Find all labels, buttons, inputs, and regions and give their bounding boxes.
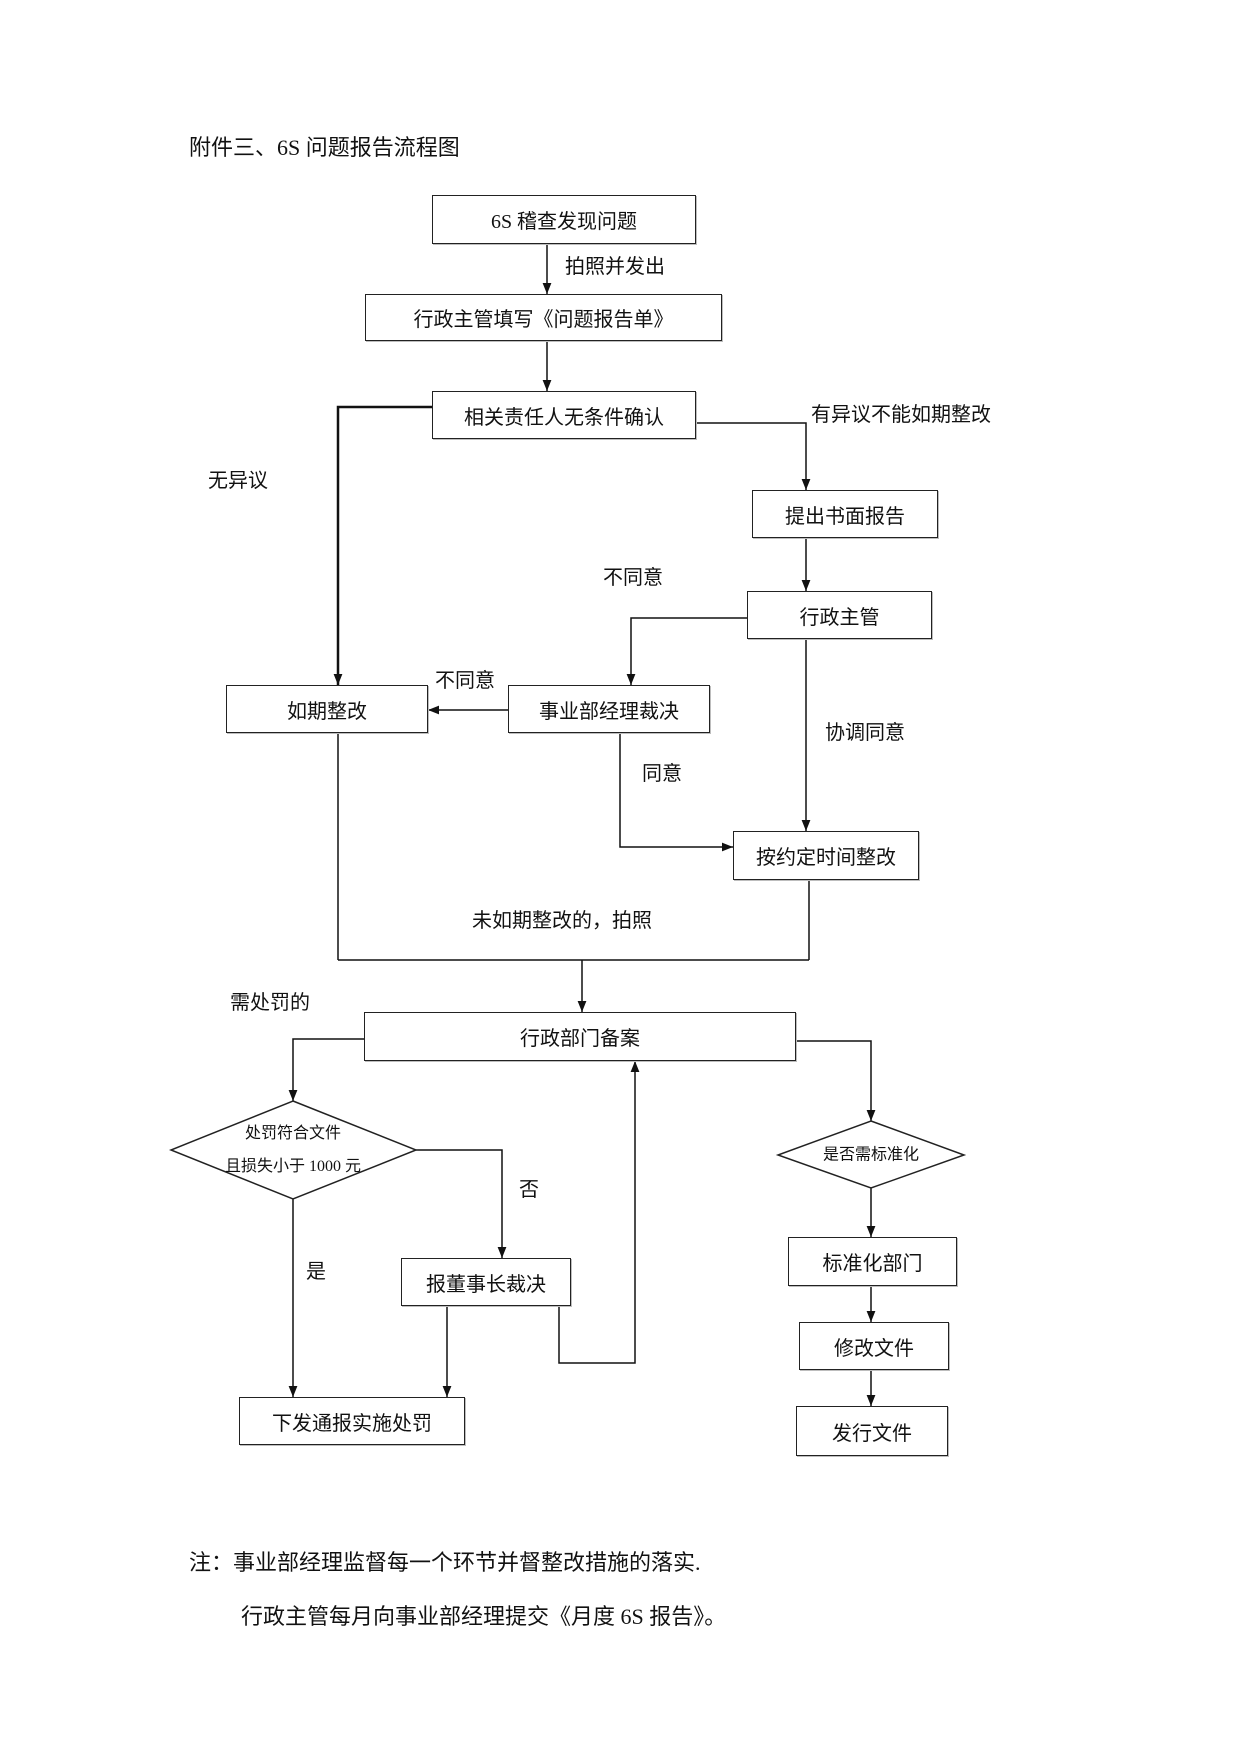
note-line-1: 注：事业部经理监督每一个环节并督整改措施的落实. [189,1550,701,1575]
node-admin-filing: 行政部门备案 [364,1012,796,1061]
node-confirm: 相关责任人无条件确认 [432,391,696,439]
edge-label-disagree-manager: 不同意 [435,670,495,692]
node-fill-report: 行政主管填写《问题报告单》 [365,294,722,341]
connector-filing-to-standardize-check [796,1040,876,1121]
node-written-report: 提出书面报告 [752,490,938,538]
edge-label-disputed: 有异议不能如期整改 [811,404,991,426]
node-chairman-ruling: 报董事长裁决 [401,1258,571,1306]
node-admin-supervisor: 行政主管 [747,591,932,639]
edge-label-agree: 同意 [642,763,682,785]
standardize-decision-diamond [775,1120,967,1189]
standardize-decision-text: 是否需标准化 [822,1146,920,1164]
penalty-decision-line-1: 处罚符合文件 [244,1125,342,1142]
connector-manager-to-agreed-time [619,733,733,852]
node-rectify-agreed-time: 按约定时间整改 [733,831,919,880]
connector-supervisor-to-manager-ruling [626,617,747,685]
page-title: 附件三、6S 问题报告流程图 [189,135,460,160]
edge-label-needs-penalty: 需处罚的 [230,992,310,1014]
node-revise-doc: 修改文件 [799,1322,949,1370]
node-standardization-dept: 标准化部门 [788,1237,957,1286]
edge-label-yes: 是 [306,1261,326,1283]
edge-label-photo-and-send: 拍照并发出 [565,256,665,278]
connector-confirm-to-rectify-on-time [333,405,432,685]
node-rectify-on-time: 如期整改 [226,685,428,733]
edge-label-disagree-supervisor: 不同意 [603,567,663,589]
node-issue-penalty: 下发通报实施处罚 [239,1397,465,1445]
node-inspect: 6S 稽查发现问题 [432,195,696,244]
edge-label-coordinated-agree: 协调同意 [825,722,905,744]
penalty-decision-text: 处罚符合文件 且损失小于 1000 元 [225,1117,361,1183]
connector-filing-to-penalty-check [288,1038,364,1101]
note-line-2: 行政主管每月向事业部经理提交《月度 6S 报告》。 [241,1604,727,1629]
edge-label-overdue-photo: 未如期整改的，拍照 [472,910,652,932]
edge-label-no-dispute: 无异议 [208,470,268,492]
penalty-decision-diamond [168,1100,419,1200]
edge-label-no: 否 [519,1179,539,1201]
node-manager-ruling: 事业部经理裁决 [508,685,710,733]
penalty-decision-line-2: 且损失小于 1000 元 [224,1158,362,1175]
connector-chairman-to-filing [558,1061,640,1364]
node-publish-doc: 发行文件 [796,1406,948,1456]
connector-penalty-no-to-chairman [416,1149,507,1258]
connector-confirm-to-written-report [696,422,811,490]
